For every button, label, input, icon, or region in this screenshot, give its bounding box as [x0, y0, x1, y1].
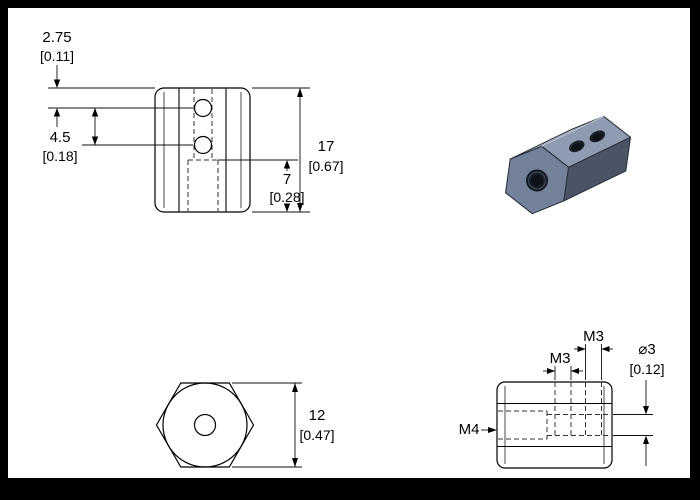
dim-hole-spacing: 4.5 [0.18]	[42, 108, 193, 164]
front-hole-lower	[193, 135, 213, 155]
iso-front-hole-thread	[528, 171, 546, 190]
thread-label: M3	[550, 350, 571, 367]
dim-text-inch: [0.12]	[629, 361, 664, 377]
dim-text-mm: 17	[318, 138, 335, 155]
end-view	[155, 382, 255, 468]
iso-top-hole-back-inner	[592, 133, 603, 141]
arrowhead	[643, 406, 649, 415]
iso-top-hole-front-inner	[571, 143, 582, 151]
arrowhead	[547, 368, 555, 374]
dim-tap-depth: 7 [0.28]	[218, 159, 305, 212]
dim-text-inch: [0.28]	[269, 189, 304, 205]
dim-text-mm: 2.75	[42, 29, 71, 46]
end-view-hex-outline	[155, 382, 255, 468]
arrowhead	[571, 368, 579, 374]
thread-label: M3	[583, 328, 604, 345]
thread-label: M4	[459, 421, 480, 438]
dim-text-mm: 12	[309, 407, 326, 424]
dim-text-mm: ⌀3	[638, 341, 655, 358]
side-view	[496, 381, 613, 469]
arrowhead	[643, 435, 649, 444]
arrowhead	[601, 346, 610, 352]
iso-front-hole-inner	[531, 174, 543, 187]
arrowhead	[91, 108, 99, 117]
dim-length: 17 [0.67]	[252, 87, 344, 213]
callout-m3-near: M3	[574, 328, 613, 380]
dim-top-to-hole: 2.75 [0.11]	[40, 29, 193, 127]
end-view-center-hole	[193, 413, 217, 437]
arrowhead	[297, 88, 303, 97]
arrowhead	[292, 383, 298, 392]
dim-text-inch: [0.67]	[308, 158, 343, 174]
arrowhead	[283, 160, 291, 169]
dim-text-inch: [0.11]	[40, 48, 74, 64]
isometric-view	[505, 115, 631, 215]
arrowhead	[577, 346, 586, 352]
arrowhead	[488, 427, 497, 433]
front-hole-upper	[193, 98, 213, 118]
iso-ridge-highlight	[541, 115, 604, 147]
arrowhead	[53, 79, 61, 88]
callout-m3-far: M3	[543, 350, 583, 380]
dim-text-inch: [0.18]	[42, 148, 77, 164]
arrowhead	[53, 108, 61, 117]
dim-text-inch: [0.47]	[299, 427, 334, 443]
dim-hex-width: 12 [0.47]	[232, 382, 335, 468]
arrowhead	[292, 458, 298, 467]
end-view-chamfer-circle	[162, 382, 248, 468]
callout-m4: M4	[459, 421, 497, 438]
front-view	[154, 87, 251, 213]
arrowhead	[297, 203, 303, 212]
dim-bore-diameter: ⌀3 [0.12]	[613, 341, 665, 466]
arrowhead	[283, 203, 291, 212]
arrowhead	[91, 136, 99, 145]
dim-text-mm: 7	[283, 171, 291, 188]
dim-text-mm: 4.5	[50, 129, 71, 146]
